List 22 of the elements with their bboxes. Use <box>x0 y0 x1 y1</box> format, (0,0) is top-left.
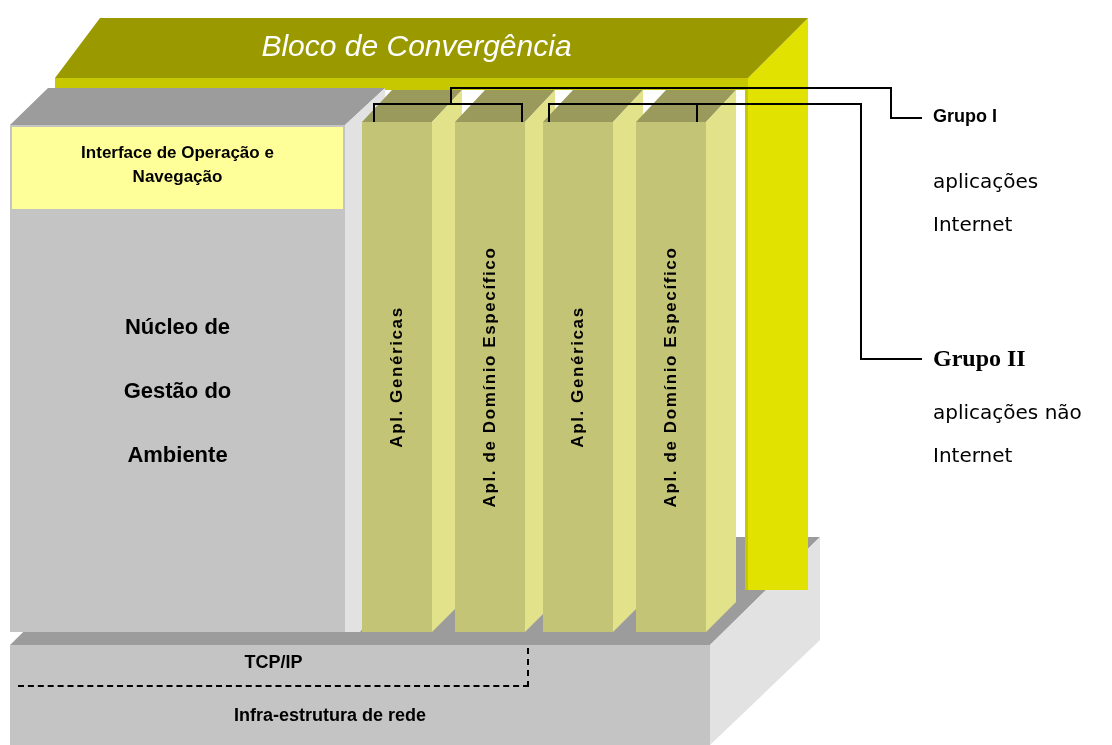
node-text: Apl. de Domínio Específico <box>661 246 681 508</box>
application-column <box>455 122 525 632</box>
node-text: Infra-estrutura de rede <box>232 705 428 726</box>
core-block <box>10 125 345 632</box>
group-description: aplicações não Internet <box>933 399 1083 469</box>
interface-panel <box>12 127 343 209</box>
node-text: Bloco de Convergência <box>260 28 573 64</box>
node-text: Grupo II <box>933 345 1026 372</box>
node-text: TCP/IP <box>243 652 304 673</box>
application-column <box>543 122 613 632</box>
group-description: aplicações Internet <box>933 168 1040 238</box>
application-column <box>362 122 432 632</box>
node-text: Núcleo de Gestão do Ambiente <box>122 313 233 469</box>
application-column <box>636 122 706 632</box>
node-text: Grupo I <box>933 106 997 127</box>
node-text: Apl. Genéricas <box>387 306 407 448</box>
node-text: Interface de Operação e Navegação <box>80 142 275 188</box>
node-text: Apl. de Domínio Específico <box>480 246 500 508</box>
convergence-block-top <box>55 18 808 78</box>
network-base-slab <box>10 645 710 745</box>
node-text: Apl. Genéricas <box>568 306 588 448</box>
tcp-ip-region <box>18 648 529 687</box>
